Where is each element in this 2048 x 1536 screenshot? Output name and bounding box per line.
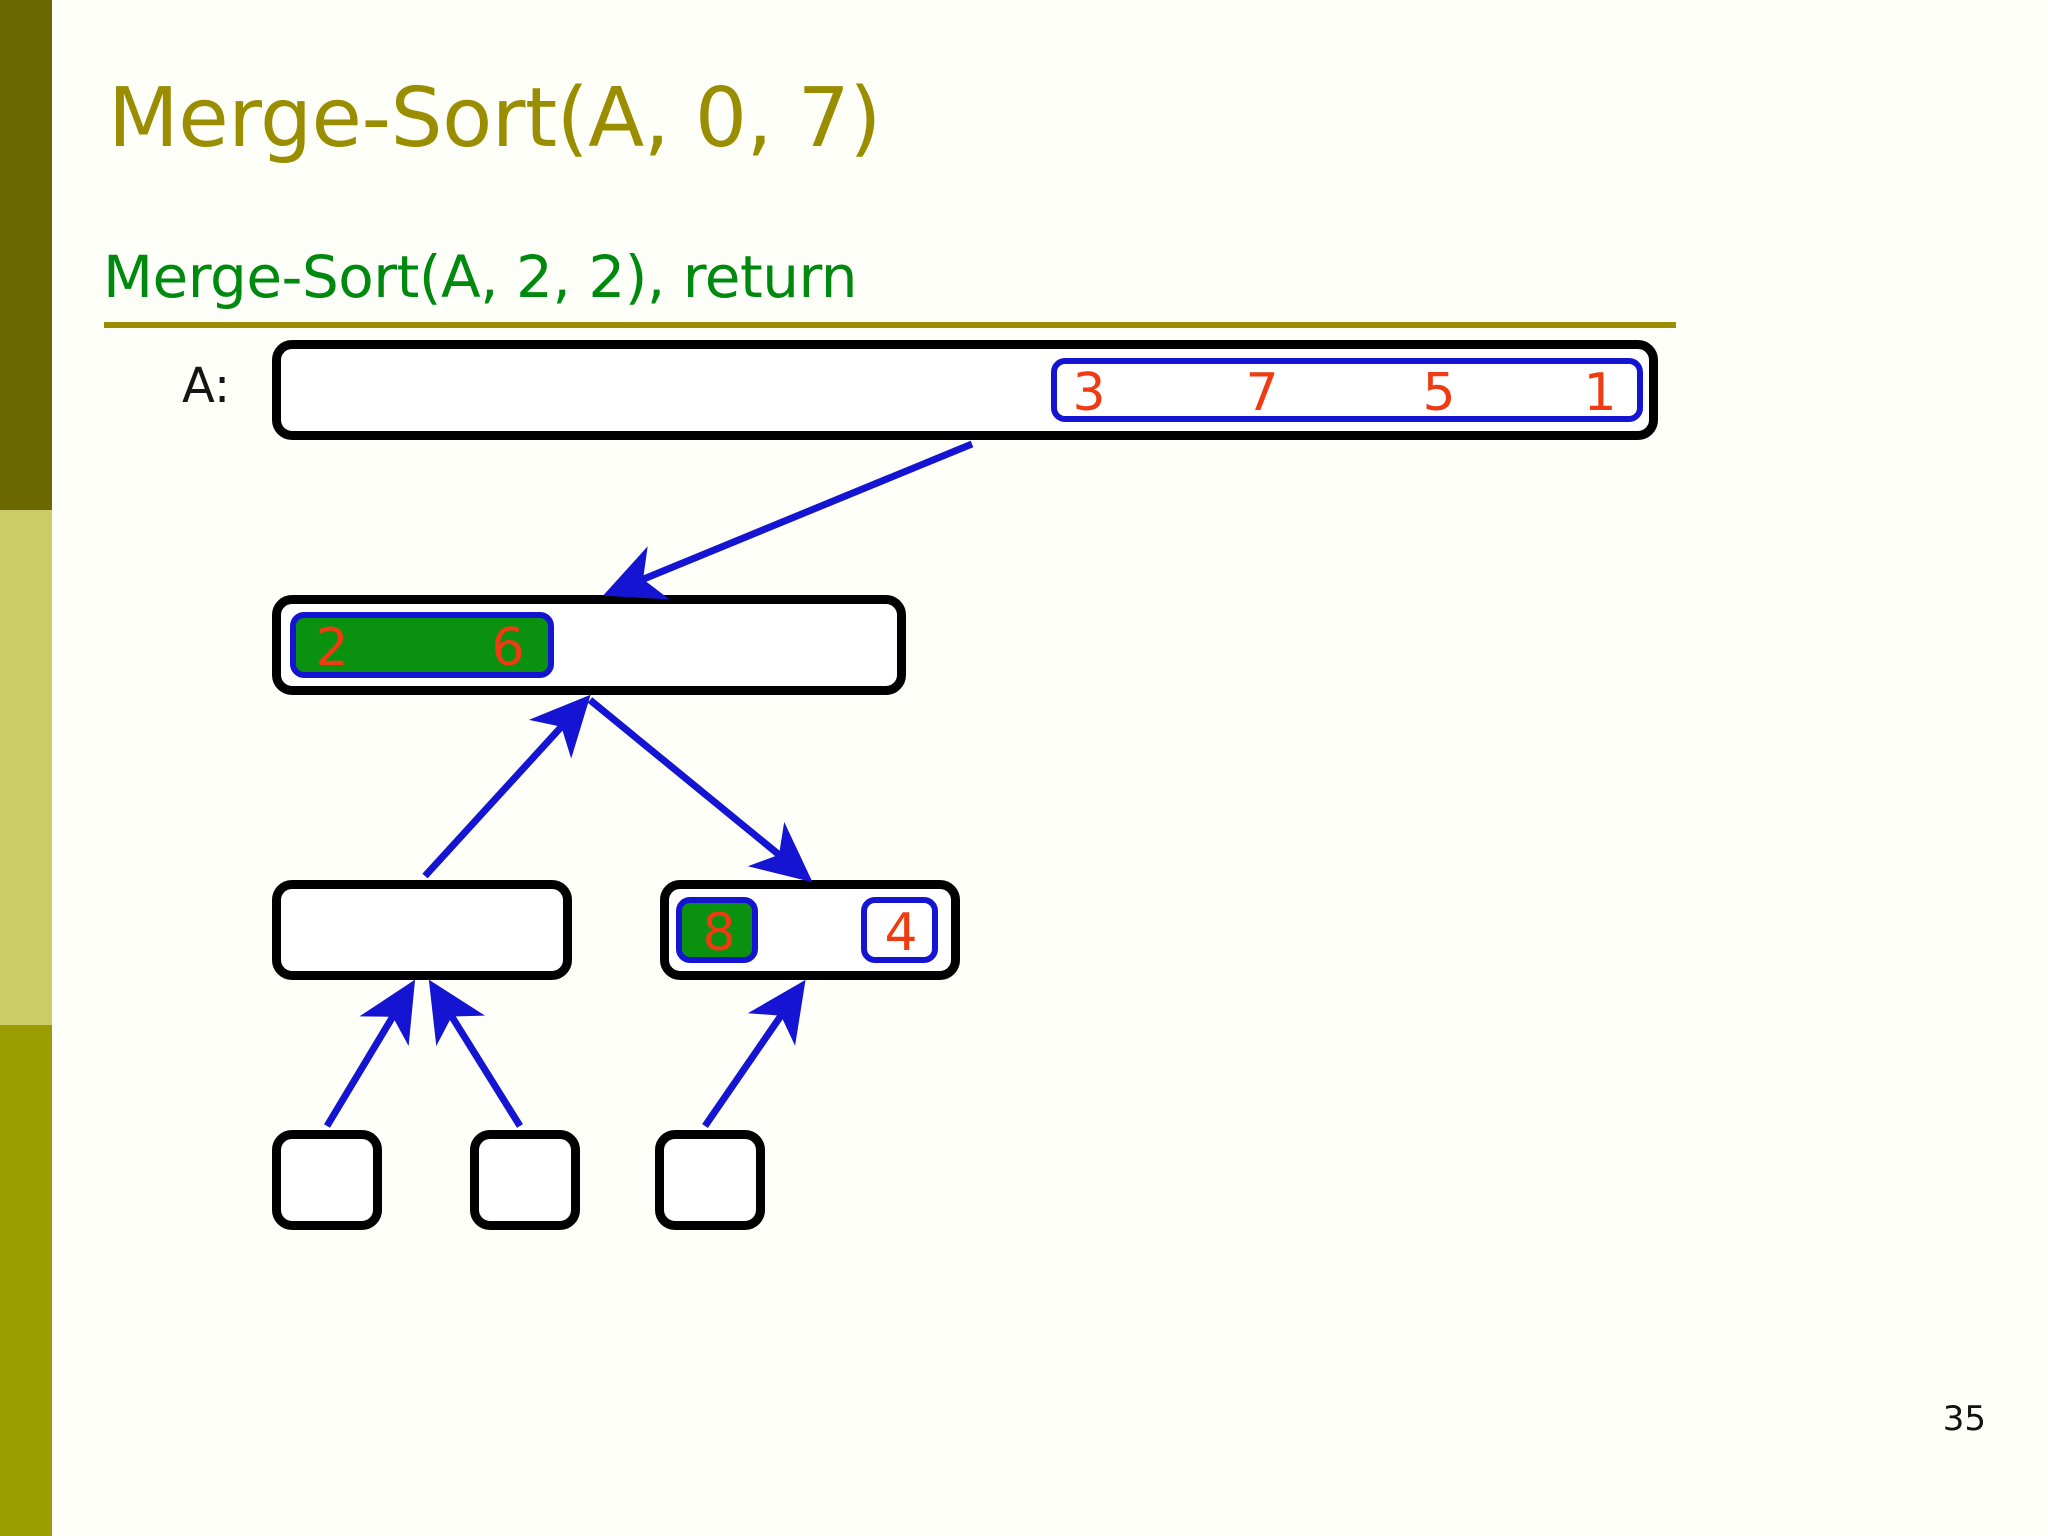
arrow-level4b-to-level3left (428, 979, 523, 1128)
sidebar-band-top (0, 0, 52, 510)
sidebar-band-bottom (0, 1025, 52, 1536)
level4-box-c (655, 1130, 765, 1230)
level3-value-1: 4 (884, 903, 918, 963)
sidebar-band-middle (0, 510, 52, 1025)
level3-left-array-box (272, 880, 572, 980)
level3-cell-4 (861, 897, 938, 963)
level2-left-half-cell (290, 612, 554, 678)
array-label: A: (182, 358, 231, 414)
level2-value-1: 6 (491, 618, 525, 678)
root-value-0: 3 (1072, 363, 1106, 423)
level3-value-0: 8 (702, 903, 736, 963)
level3-cell-8 (676, 897, 758, 963)
arrow-root-to-level2 (602, 440, 974, 600)
level4-box-a (272, 1130, 382, 1230)
root-value-2: 5 (1422, 363, 1456, 423)
slide-subtitle: Merge-Sort(A, 2, 2), return (103, 243, 858, 311)
arrow-level4a-to-level3left (324, 979, 416, 1128)
title-divider-rule (104, 322, 1676, 328)
arrow-level4c-to-level3right (702, 979, 806, 1128)
root-value-3: 1 (1583, 363, 1617, 423)
root-right-half-cell (1051, 358, 1643, 422)
level4-box-b (470, 1130, 580, 1230)
root-value-1: 7 (1245, 363, 1279, 423)
level2-value-0: 2 (315, 618, 349, 678)
arrow-level2-to-level3right (587, 697, 813, 883)
slide-title: Merge-Sort(A, 0, 7) (108, 71, 881, 166)
arrow-level3left-to-level2 (422, 694, 591, 879)
page-number: 35 (1942, 1399, 1986, 1439)
